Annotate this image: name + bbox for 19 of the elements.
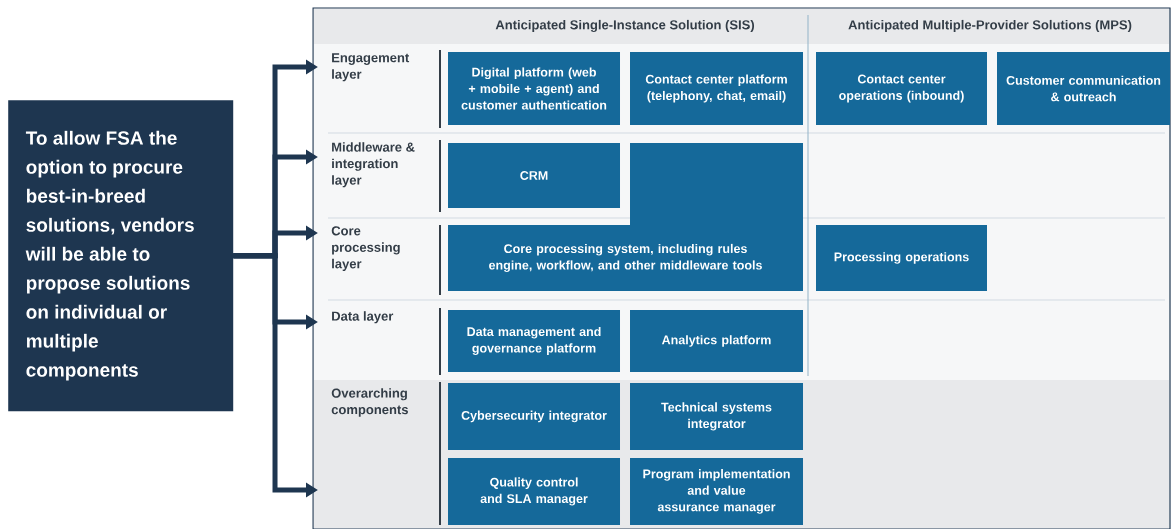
component-box: Processing operations (816, 225, 987, 291)
component-box: Digital platform (web + mobile + agent) and customer authentication (448, 52, 620, 125)
layer-label: Data layer (332, 311, 394, 324)
column-heading: Anticipated Single-Instance Solution (SIS) (495, 19, 754, 33)
component-box: Contact center operations (inbound) (816, 52, 987, 125)
component-box: Analytics platform (630, 310, 803, 372)
column-heading: Anticipated Multiple-Provider Solutions (MPS) (848, 19, 1132, 33)
component-box: Quality control and SLA manager (448, 458, 620, 525)
component-box: Program implementation and value assurance manager (630, 458, 803, 525)
layer-label: Overarching components (331, 388, 408, 417)
component-box: Customer communication & outreach (997, 52, 1170, 125)
layer-label: Core processing layer (331, 226, 400, 271)
layer-label: Middleware & integration layer (332, 142, 415, 188)
component-box: Technical systems integrator (630, 383, 803, 450)
layer-label: Engagement layer (332, 53, 410, 82)
component-box: Cybersecurity integrator (448, 383, 620, 450)
component-box: Data management and governance platform (448, 310, 620, 372)
component-box: Contact center platform (telephony, chat, email) (630, 52, 803, 125)
statement-box: To allow FSA the option to procure best-in-breed solutions, vendors will be able to propose solutions on individual or multiple components (8, 100, 234, 412)
